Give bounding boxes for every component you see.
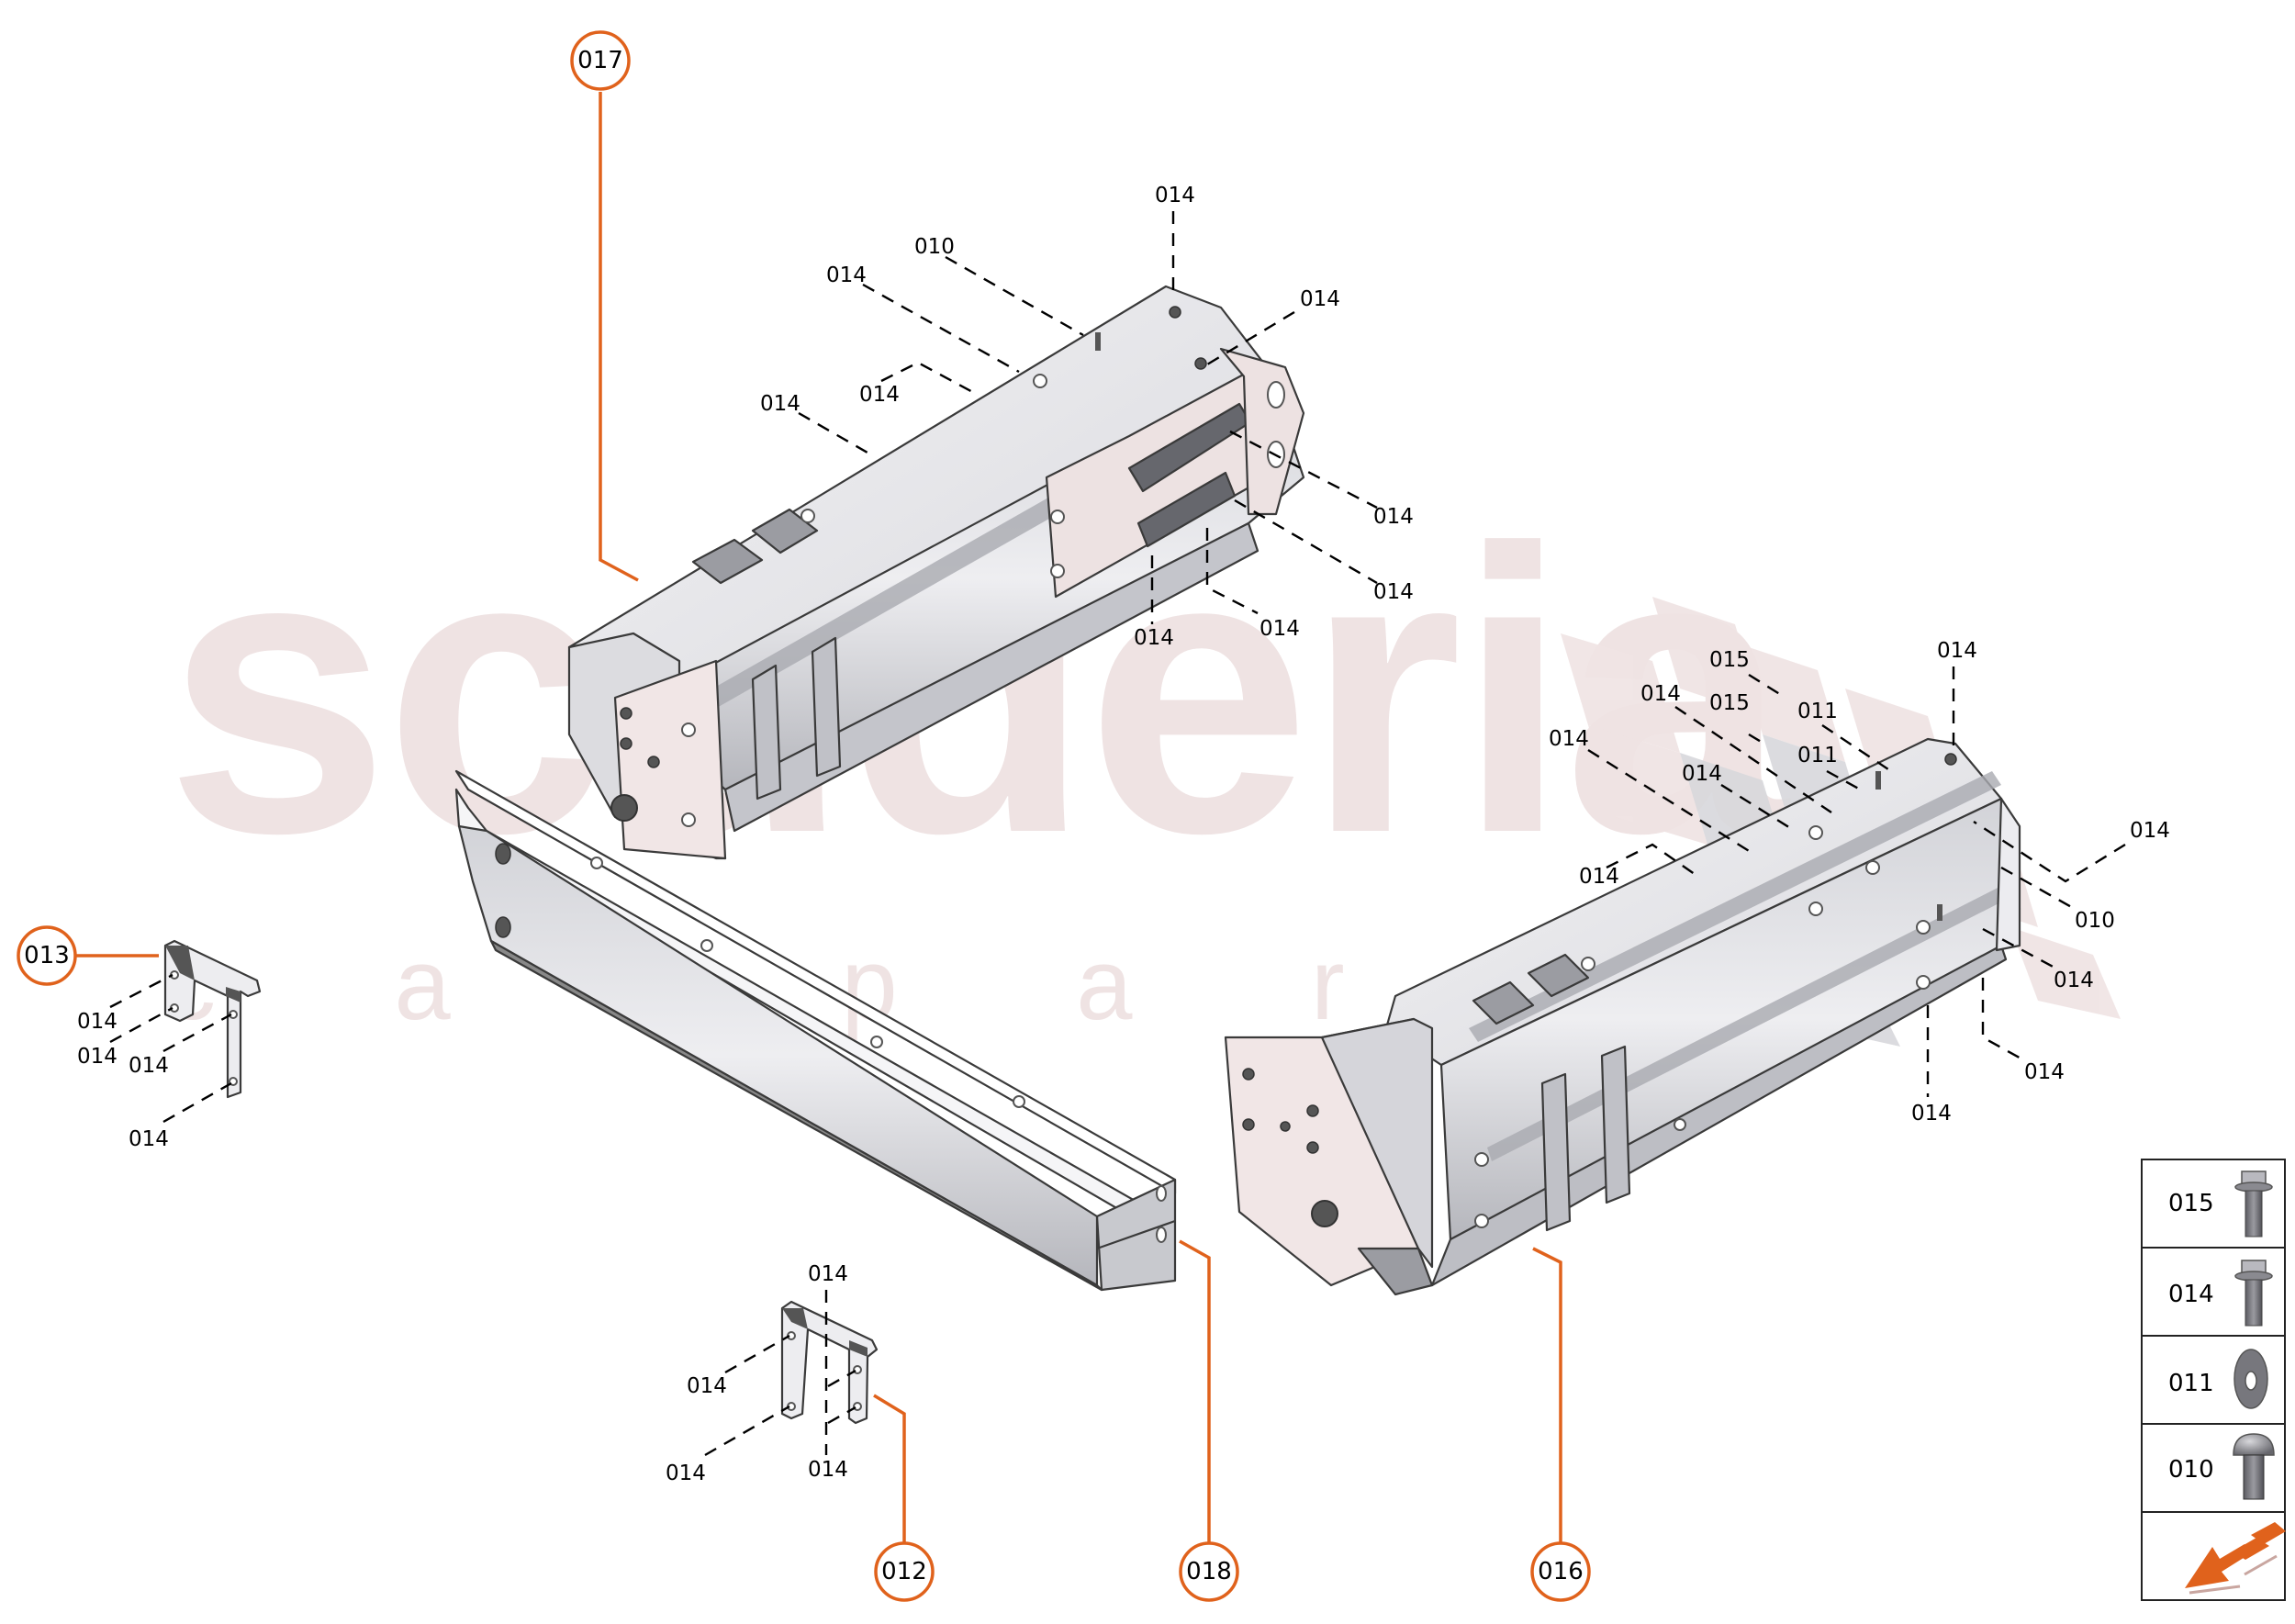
fastener-label: 014 xyxy=(2024,1060,2065,1084)
callout-016[interactable]: 016 xyxy=(1530,1247,1591,1602)
callout-017-leader xyxy=(599,92,639,582)
fastener-label: 015 xyxy=(1709,648,1750,672)
callout-013-label: 013 xyxy=(24,942,70,969)
callout-018-leader xyxy=(1179,1239,1211,1542)
flat-washer-icon xyxy=(2233,1349,2268,1409)
fastener-label: 015 xyxy=(1709,691,1750,715)
navigation-arrow-button[interactable] xyxy=(2141,1511,2286,1601)
fastener-label: 014 xyxy=(808,1458,848,1482)
callout-018[interactable]: 018 xyxy=(1179,1239,1239,1602)
fastener-label: 014 xyxy=(1640,682,1681,706)
part-013-fastener-labels: 014 014 014 014 xyxy=(77,973,232,1151)
fastener-label: 014 xyxy=(129,1127,169,1151)
callout-017-label: 017 xyxy=(577,47,623,74)
fastener-label: 014 xyxy=(1259,617,1300,641)
fastener-label: 014 xyxy=(1134,626,1174,650)
fastener-label: 011 xyxy=(1797,744,1838,767)
fastener-label: 014 xyxy=(1373,580,1414,604)
part-012-bracket[interactable] xyxy=(780,1300,879,1425)
part-017-beam[interactable] xyxy=(567,285,1305,860)
fastener-label: 014 xyxy=(77,1045,118,1069)
callout-016-label: 016 xyxy=(1538,1558,1584,1585)
legend-code: 011 xyxy=(2168,1370,2214,1397)
fastener-label: 014 xyxy=(666,1462,706,1485)
fastener-label: 014 xyxy=(687,1374,727,1398)
fastener-label: 014 xyxy=(808,1262,848,1286)
fastener-label: 014 xyxy=(1911,1102,1952,1126)
fastener-label: 014 xyxy=(129,1054,169,1078)
callout-017-circle xyxy=(570,30,631,91)
fastener-label: 014 xyxy=(1373,505,1414,529)
fastener-label: 014 xyxy=(1579,865,1619,889)
fastener-label: 014 xyxy=(1300,287,1340,311)
flange-hex-bolt-icon xyxy=(2234,1260,2273,1327)
fastener-label: 010 xyxy=(2075,909,2115,933)
part-017-fastener-labels: 014 010 014 014 014 014 014 014 014 014 xyxy=(760,184,1414,650)
fastener-label: 014 xyxy=(859,383,900,407)
flange-hex-bolt-icon xyxy=(2234,1170,2273,1238)
fastener-label: 014 xyxy=(1682,762,1722,786)
fastener-label: 014 xyxy=(1155,184,1195,207)
fastener-legend: 015 014 011 xyxy=(2141,1159,2286,1601)
fastener-label: 010 xyxy=(914,235,955,259)
fastener-label: 014 xyxy=(1549,727,1589,751)
legend-code: 014 xyxy=(2168,1281,2214,1308)
fastener-label: 014 xyxy=(2130,819,2170,843)
part-012-fastener-labels: 014 014 014 014 xyxy=(666,1262,856,1485)
fastener-label: 014 xyxy=(826,263,867,287)
callout-012-leader xyxy=(873,1394,906,1542)
part-016-beam[interactable] xyxy=(1224,737,2021,1296)
callout-013[interactable]: 013 xyxy=(17,925,159,986)
fastener-label: 011 xyxy=(1797,700,1838,723)
callout-018-circle xyxy=(1179,1541,1239,1602)
callout-017[interactable]: 017 xyxy=(570,30,639,582)
part-016-fastener-labels: 015 014 015 011 011 014 014 014 014 014 … xyxy=(1549,639,2170,1126)
callout-012-label: 012 xyxy=(881,1558,927,1585)
callout-012-circle xyxy=(874,1541,935,1602)
legend-item-014[interactable]: 014 xyxy=(2141,1247,2286,1337)
button-head-socket-screw-icon xyxy=(2233,1433,2275,1500)
fastener-label: 014 xyxy=(2054,969,2094,992)
legend-code: 010 xyxy=(2168,1456,2214,1484)
fastener-label: 014 xyxy=(1937,639,1977,663)
legend-item-015[interactable]: 015 xyxy=(2141,1159,2286,1249)
legend-item-011[interactable]: 011 xyxy=(2141,1335,2286,1425)
part-013-bracket[interactable] xyxy=(163,939,262,1099)
orange-direction-arrow-icon xyxy=(2185,1522,2286,1595)
fastener-label: 014 xyxy=(77,1010,118,1034)
callout-018-label: 018 xyxy=(1186,1558,1232,1585)
legend-item-010[interactable]: 010 xyxy=(2141,1423,2286,1513)
callout-016-circle xyxy=(1530,1541,1591,1602)
fastener-label: 014 xyxy=(760,392,800,416)
callout-016-leader xyxy=(1532,1247,1562,1542)
legend-code: 015 xyxy=(2168,1190,2214,1217)
part-018-beam[interactable] xyxy=(454,769,1177,1292)
callout-012[interactable]: 012 xyxy=(873,1394,935,1602)
